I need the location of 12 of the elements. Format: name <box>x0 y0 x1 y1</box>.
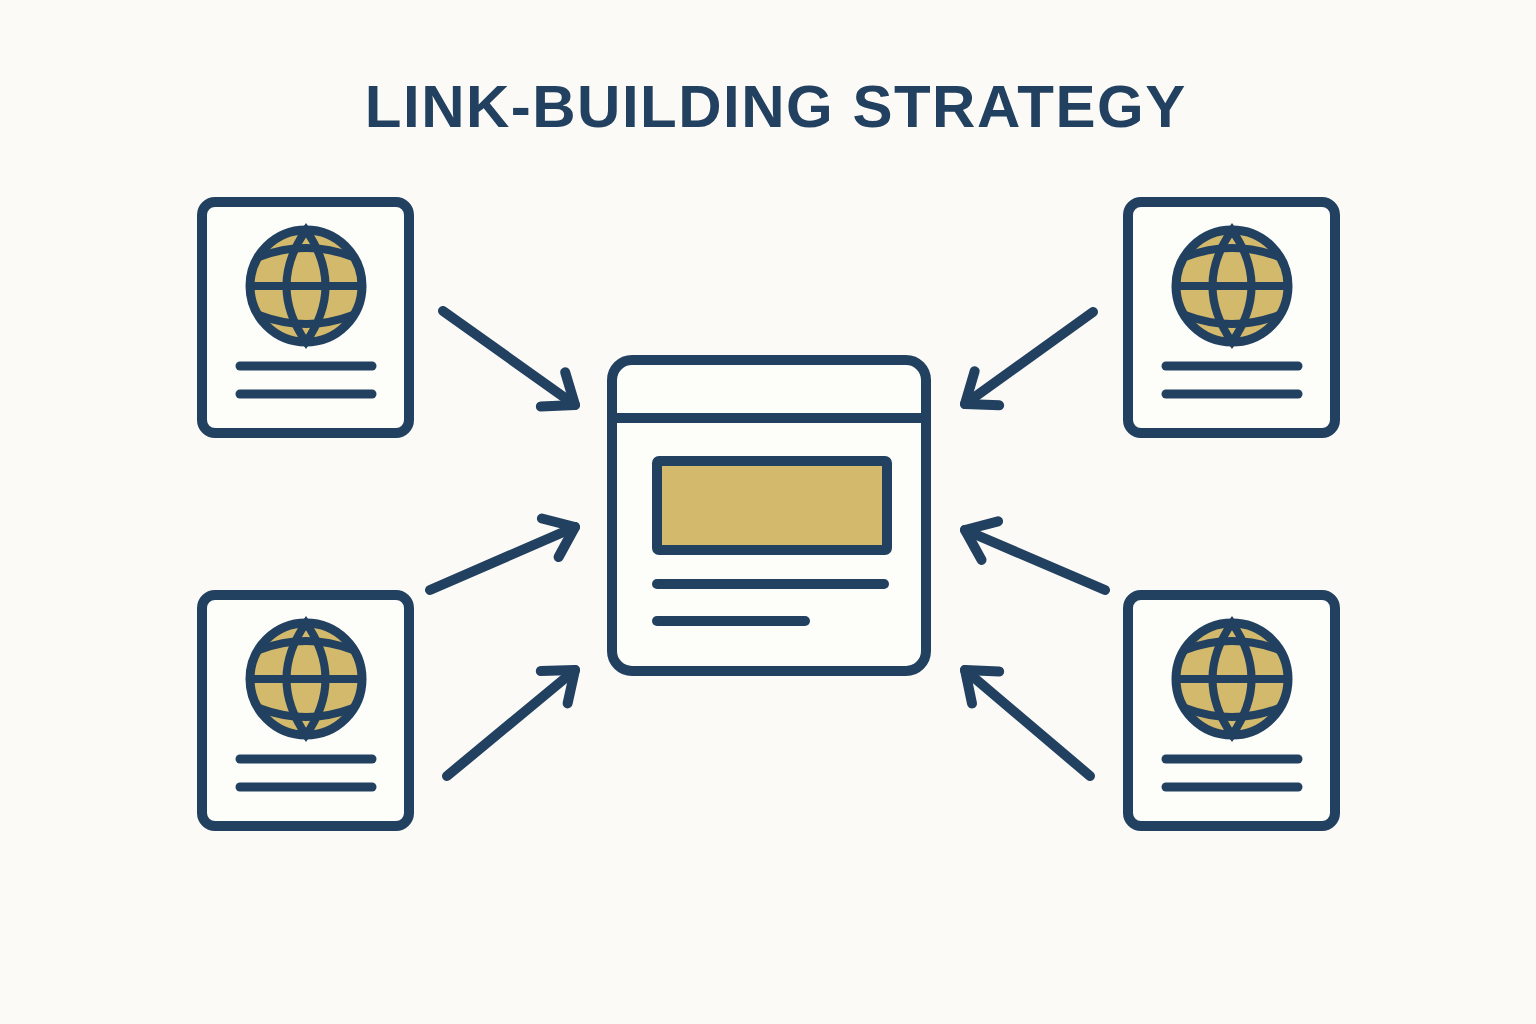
arrow <box>442 665 580 781</box>
web-page-icon <box>1123 197 1340 438</box>
browser-window-icon <box>607 355 931 676</box>
web-page-icon <box>197 197 414 438</box>
arrow <box>438 306 580 412</box>
title: LINK-BUILDING STRATEGY <box>363 72 1187 142</box>
web-page-icon <box>197 590 414 831</box>
web-page-icon <box>1123 590 1340 831</box>
arrow <box>960 516 1110 595</box>
arrow <box>960 665 1095 781</box>
arrow <box>425 513 580 595</box>
arrow <box>960 307 1098 411</box>
